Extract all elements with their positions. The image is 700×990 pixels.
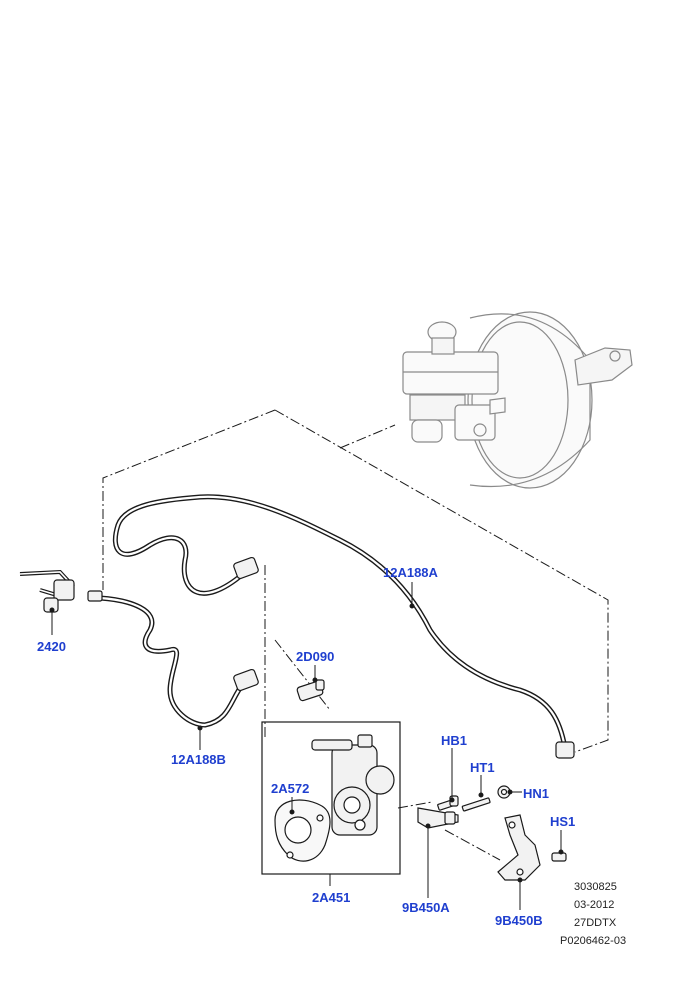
callout-HS1: HS1 bbox=[550, 814, 576, 829]
callout-HN1: HN1 bbox=[523, 786, 550, 801]
vacuum-tube-2420 bbox=[19, 569, 75, 613]
bracket-9B450B bbox=[497, 814, 541, 881]
vacuum-pump-assembly-2A451 bbox=[261, 721, 401, 875]
callout-pointers bbox=[49, 582, 564, 910]
callout-9B450A: 9B450A bbox=[402, 900, 450, 915]
model-code: 27DDTX bbox=[574, 917, 617, 929]
callout-12A188B: 12A188B bbox=[171, 752, 226, 767]
callout-9B450B: 9B450B bbox=[495, 913, 543, 928]
callout-12A188A: 12A188A bbox=[383, 565, 438, 580]
valve-2D090 bbox=[296, 679, 325, 702]
nut-HN1 bbox=[497, 785, 511, 799]
illustration-code: 3030825 bbox=[574, 881, 617, 893]
illustration-ref: P0206462-03 bbox=[560, 935, 627, 947]
bolt-HB1 bbox=[437, 795, 459, 811]
stud-HT1 bbox=[461, 797, 491, 812]
reference-block: 3030825 03-2012 27DDTX P0206462-03 bbox=[560, 878, 626, 950]
brake-booster-assembly bbox=[402, 311, 633, 489]
bracket-9B450A bbox=[417, 807, 459, 829]
vacuum-hose-12A188B bbox=[97, 595, 246, 728]
callout-2420: 2420 bbox=[37, 639, 66, 654]
leader-lines bbox=[102, 409, 609, 861]
callout-2A451: 2A451 bbox=[312, 890, 351, 905]
callout-HB1: HB1 bbox=[441, 733, 468, 748]
illustration-date: 03-2012 bbox=[574, 899, 615, 911]
vacuum-hose-12A188A bbox=[112, 494, 568, 751]
hose-connectors bbox=[87, 556, 575, 759]
callout-2A572: 2A572 bbox=[271, 781, 310, 796]
callout-HT1: HT1 bbox=[470, 760, 495, 775]
fasteners bbox=[437, 785, 567, 862]
gasket-2A572 bbox=[274, 799, 331, 862]
screw-HS1 bbox=[551, 852, 567, 862]
callout-2D090: 2D090 bbox=[296, 649, 335, 664]
